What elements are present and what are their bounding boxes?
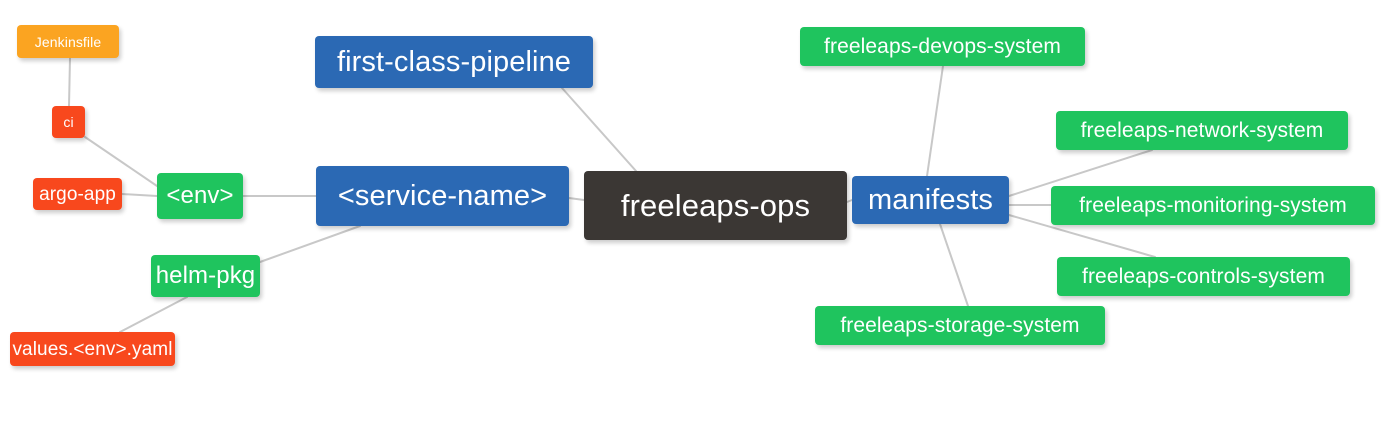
node-jenkinsfile[interactable]: Jenkinsfile [17,25,119,58]
node-controls-system[interactable]: freeleaps-controls-system [1057,257,1350,296]
node-freeleaps-ops[interactable]: freeleaps-ops [584,171,847,240]
edge-helm-pkg-to-values-yaml [119,296,188,333]
node-service-name[interactable]: <service-name> [316,166,569,226]
node-monitoring-system[interactable]: freeleaps-monitoring-system [1051,186,1375,225]
edge-manifests-to-devops-system [926,65,944,177]
node-env[interactable]: <env> [157,173,243,219]
node-first-class-pipeline[interactable]: first-class-pipeline [315,36,593,88]
edge-jenkinsfile-to-ci [68,57,71,107]
node-ci[interactable]: ci [52,106,85,138]
node-helm-pkg[interactable]: helm-pkg [151,255,260,297]
node-argo-app[interactable]: argo-app [33,178,122,210]
edge-first-class-pipeline-to-freeleaps-ops [561,87,637,172]
node-devops-system[interactable]: freeleaps-devops-system [800,27,1085,66]
node-manifests[interactable]: manifests [852,176,1009,224]
node-network-system[interactable]: freeleaps-network-system [1056,111,1348,150]
edge-manifests-to-storage-system [939,223,969,307]
edge-service-name-to-helm-pkg [259,225,361,263]
edge-service-name-to-freeleaps-ops [568,197,585,201]
edge-argo-app-to-env [121,193,158,197]
node-storage-system[interactable]: freeleaps-storage-system [815,306,1105,345]
node-values-yaml[interactable]: values.<env>.yaml [10,332,175,366]
